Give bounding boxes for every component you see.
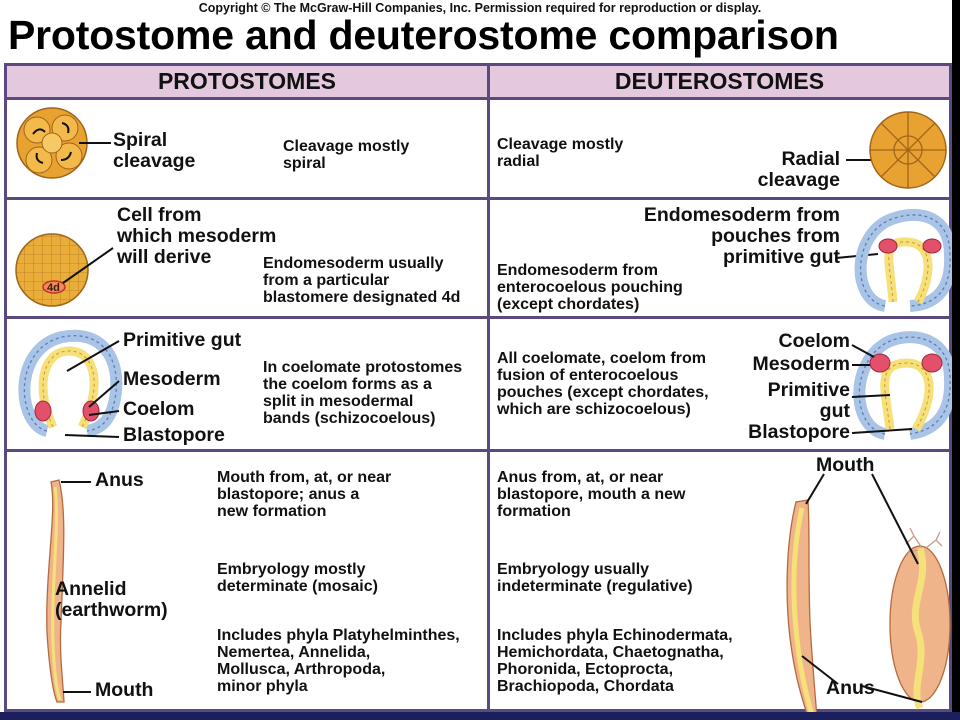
enterocoelous-pouching-text: Endomesoderm from enterocoelous pouching… bbox=[497, 262, 683, 313]
deuterostome-larvae-illustration bbox=[786, 473, 951, 720]
endomesoderm-4d-text: Endomesoderm usually from a particular b… bbox=[263, 255, 461, 306]
schizocoelous-embryo-illustration bbox=[18, 329, 123, 438]
radial-cleavage-embryo-illustration bbox=[846, 111, 947, 189]
row-coelom-protostome: Primitive gut Mesoderm Coelom Blastopore… bbox=[7, 319, 487, 449]
frame-bottom-edge bbox=[0, 712, 960, 720]
header-deuterostomes-label: DEUTEROSTOMES bbox=[614, 68, 825, 94]
deut-primitive-gut-label: Primitive gut bbox=[767, 379, 850, 422]
row-mouth-anus-deuterostome: Anus from, at, or near blastopore, mouth… bbox=[490, 452, 951, 720]
proto-anus-label: Anus bbox=[95, 469, 144, 491]
enterocoelous-pouch-embryo-illustration bbox=[835, 209, 957, 312]
header-deuterostomes: DEUTEROSTOMES bbox=[490, 66, 949, 97]
proto-mesoderm-label: Mesoderm bbox=[123, 368, 221, 390]
deut-anus-origin-text: Anus from, at, or near blastopore, mouth… bbox=[497, 469, 686, 520]
proto-mouth-origin-text: Mouth from, at, or near blastopore; anus… bbox=[217, 469, 392, 520]
row-cleavage-deuterostome: Cleavage mostly radial Radial cleavage bbox=[490, 100, 949, 197]
enterocoelous-text: All coelomate, coelom from fusion of ent… bbox=[497, 350, 709, 418]
deut-mouth-label: Mouth bbox=[816, 454, 875, 476]
cleavage-spiral-text: Cleavage mostly spiral bbox=[283, 138, 410, 172]
spiral-cleavage-embryo-illustration bbox=[16, 107, 111, 179]
proto-coelom-label: Coelom bbox=[123, 398, 195, 420]
page-title: Protostome and deuterostome comparison bbox=[8, 12, 839, 58]
deut-mesoderm-label: Mesoderm bbox=[752, 353, 850, 375]
blastula-4d-illustration: 4d bbox=[15, 233, 114, 307]
cell-4d-tag: 4d bbox=[47, 282, 60, 294]
row-coelom-deuterostome: All coelomate, coelom from fusion of ent… bbox=[490, 319, 957, 449]
row-mesoderm-origin-protostome: 4d Cell from which mesoderm will derive … bbox=[7, 200, 487, 316]
deut-phyla-text: Includes phyla Echinodermata, Hemichorda… bbox=[497, 627, 733, 695]
proto-blastopore-label: Blastopore bbox=[123, 424, 225, 446]
schizocoelous-text: In coelomate protostomes the coelom form… bbox=[263, 359, 463, 427]
enterocoelous-embryo-illustration bbox=[851, 331, 957, 440]
earthworm-illustration bbox=[46, 479, 91, 703]
deut-anus-label: Anus bbox=[826, 677, 875, 699]
cleavage-radial-text: Cleavage mostly radial bbox=[497, 136, 624, 170]
proto-primitive-gut-label: Primitive gut bbox=[123, 329, 242, 351]
header-protostomes: PROTOSTOMES bbox=[7, 66, 487, 97]
proto-mouth-label: Mouth bbox=[95, 679, 154, 701]
copyright-notice: Copyright © The McGraw-Hill Companies, I… bbox=[198, 1, 762, 15]
radial-cleavage-label: Radial cleavage bbox=[757, 148, 840, 191]
comparison-table: PROTOSTOMES DEUTEROSTOMES Spiral cleavag… bbox=[4, 63, 957, 720]
endomesoderm-pouches-label: Endomesoderm from pouches from primitive… bbox=[643, 204, 840, 268]
deut-embryology-text: Embryology usually indeterminate (regula… bbox=[497, 561, 693, 595]
frame-right-edge bbox=[952, 0, 960, 720]
row-cleavage-protostome: Spiral cleavage Cleavage mostly spiral bbox=[7, 100, 487, 197]
spiral-cleavage-label: Spiral cleavage bbox=[113, 129, 196, 172]
row-mesoderm-origin-deuterostome: Endomesoderm from pouches from primitive… bbox=[490, 200, 957, 316]
proto-phyla-text: Includes phyla Platyhelminthes, Nemertea… bbox=[217, 627, 460, 695]
annelid-label: Annelid (earthworm) bbox=[55, 578, 168, 621]
header-protostomes-label: PROTOSTOMES bbox=[157, 68, 337, 94]
proto-embryology-text: Embryology mostly determinate (mosaic) bbox=[217, 561, 378, 595]
mesoderm-cell-label: Cell from which mesoderm will derive bbox=[117, 204, 277, 268]
row-mouth-anus-protostome: Anus Annelid (earthworm) Mouth Mouth fro… bbox=[7, 452, 487, 709]
deut-blastopore-label: Blastopore bbox=[748, 421, 850, 443]
deut-coelom-label: Coelom bbox=[778, 330, 850, 352]
